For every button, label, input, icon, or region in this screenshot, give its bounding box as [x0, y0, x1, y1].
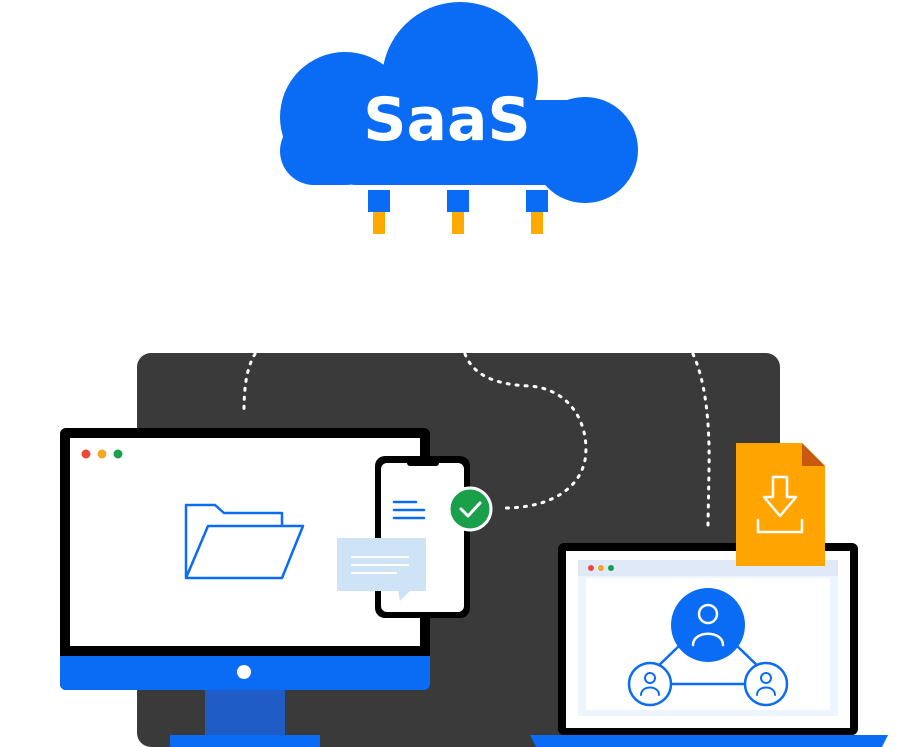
cloud-connectors [368, 190, 548, 234]
laptop-dot-green [608, 565, 614, 571]
list-lines-icon [392, 500, 426, 520]
laptop-dot-red [588, 565, 594, 571]
window-dot-green [113, 449, 123, 459]
window-dot-yellow [97, 449, 107, 459]
cloud-label: SaaS [363, 85, 530, 155]
users-network-icon [627, 588, 789, 707]
phone-device [375, 456, 470, 618]
saas-cloud: SaaS [280, 2, 638, 203]
laptop-device [530, 543, 888, 747]
monitor-power-dot [237, 665, 251, 679]
download-file-icon [736, 443, 825, 566]
window-dot-red [81, 449, 91, 459]
folder-icon [184, 503, 305, 580]
laptop-dot-yellow [598, 565, 604, 571]
chat-bubble-icon [337, 538, 426, 601]
dotted-connections [242, 352, 711, 527]
check-icon [447, 486, 493, 532]
